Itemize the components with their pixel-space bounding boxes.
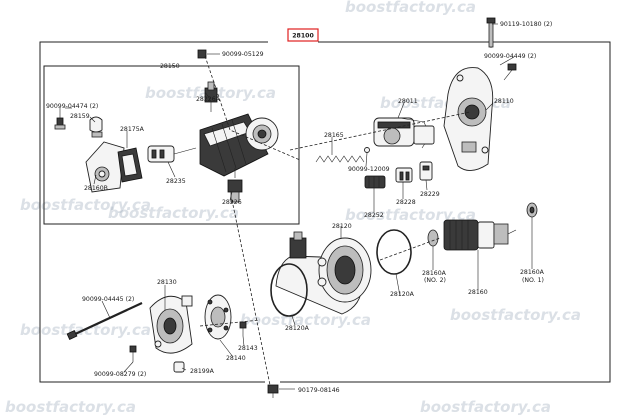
end-frame-28130 bbox=[149, 295, 193, 354]
solenoid-subassembly-box bbox=[43, 65, 300, 225]
bearing-28252 bbox=[364, 175, 386, 189]
watermark-8: boostfactory.ca bbox=[240, 311, 371, 329]
label-28252: 28252 bbox=[364, 212, 384, 219]
label-28228: 28228 bbox=[396, 199, 416, 206]
label-28199A: 28199A bbox=[190, 368, 215, 375]
bolt-90099-04449 bbox=[503, 63, 517, 81]
clip-28159-b bbox=[91, 131, 103, 138]
label-28160A-no1: 28160A bbox=[520, 269, 545, 276]
label-90179-08146: 90179-08146 bbox=[298, 387, 340, 394]
watermark-11: boostfactory.ca bbox=[5, 398, 136, 416]
leader-lines bbox=[65, 23, 533, 390]
spring-28165 bbox=[315, 155, 365, 163]
part-labels: 90119-10180 (2) 90099-05129 28150 90099-… bbox=[46, 21, 552, 394]
label-no1: (NO. 1) bbox=[522, 277, 544, 284]
nut-90179-08146 bbox=[267, 384, 279, 398]
assembly-frame-right bbox=[280, 41, 611, 383]
nut-90099-05129 bbox=[197, 49, 207, 59]
solenoid-housing-28150 bbox=[199, 113, 279, 177]
armature-28160 bbox=[427, 202, 538, 251]
bolt-90119-10180 bbox=[486, 17, 496, 48]
retainer-28228 bbox=[395, 167, 413, 183]
housing-28110 bbox=[443, 67, 494, 171]
label-90099-05129: 90099-05129 bbox=[222, 51, 264, 58]
label-28130: 28130 bbox=[157, 279, 177, 286]
label-28165: 28165 bbox=[324, 132, 344, 139]
cap-28199A bbox=[173, 361, 185, 373]
label-90119-10180: 90119-10180 (2) bbox=[500, 21, 552, 28]
label-90099-04474: 90099-04474 (2) bbox=[46, 103, 98, 110]
plunger-28235 bbox=[147, 145, 197, 163]
label-28110: 28110 bbox=[494, 98, 514, 105]
bolt-90099-04474 bbox=[54, 108, 66, 130]
watermark-7: boostfactory.ca bbox=[450, 306, 581, 324]
clip-28159 bbox=[89, 116, 103, 133]
terminal-28226A bbox=[204, 81, 218, 112]
label-28229: 28229 bbox=[420, 191, 440, 198]
oring-28120A-left bbox=[270, 263, 308, 317]
watermarks: boostfactory.ca boostfactory.ca boostfac… bbox=[5, 0, 581, 416]
screw-90099-08279 bbox=[129, 345, 137, 362]
field-frame-28120 bbox=[275, 231, 372, 315]
label-28160A-no2: 28160A bbox=[422, 270, 447, 277]
gasket-28175A bbox=[117, 147, 143, 183]
label-90099-08279: 90099-08279 (2) bbox=[94, 371, 146, 378]
cover-28160B bbox=[85, 141, 125, 193]
watermark-10: boostfactory.ca bbox=[420, 398, 551, 416]
label-28159: 28159 bbox=[70, 113, 90, 120]
watermark-5: boostfactory.ca bbox=[108, 204, 239, 222]
label-90099-04445: 90099-04445 (2) bbox=[82, 296, 134, 303]
main-part-number-highlight bbox=[287, 28, 319, 42]
watermark-6: boostfactory.ca bbox=[345, 206, 476, 224]
label-28140: 28140 bbox=[226, 355, 246, 362]
label-28235: 28235 bbox=[166, 178, 186, 185]
label-28160B: 28160B bbox=[84, 185, 108, 192]
label-28226A: 28226A bbox=[196, 96, 221, 103]
label-28011: 28011 bbox=[398, 98, 418, 105]
through-bolt-90099-04445 bbox=[66, 302, 143, 340]
label-28143: 28143 bbox=[238, 345, 258, 352]
screw-28143 bbox=[239, 321, 247, 336]
label-28150: 28150 bbox=[160, 63, 180, 70]
label-90099-12009: 90099-12009 bbox=[348, 166, 390, 173]
assembly-frame-left bbox=[39, 41, 268, 383]
label-no2: (NO. 2) bbox=[424, 277, 446, 284]
label-28160: 28160 bbox=[468, 289, 488, 296]
main-part-number: 28100 bbox=[292, 33, 314, 40]
label-28120: 28120 bbox=[332, 223, 352, 230]
brush-holder-28140 bbox=[204, 294, 232, 340]
watermark-4: boostfactory.ca bbox=[20, 196, 151, 214]
clutch-gear-28011 bbox=[373, 117, 435, 149]
assembly-guide-lines bbox=[199, 55, 471, 386]
label-28226: 28226 bbox=[222, 199, 242, 206]
ball-90099-12009 bbox=[364, 147, 370, 153]
terminal-28226 bbox=[227, 168, 243, 203]
oring-28120A-right bbox=[376, 229, 412, 275]
label-90099-04449: 90099-04449 (2) bbox=[484, 53, 536, 60]
label-28120A-left: 28120A bbox=[285, 325, 310, 332]
label-28175A: 28175A bbox=[120, 126, 145, 133]
label-28120A-right: 28120A bbox=[390, 291, 415, 298]
watermark-1: boostfactory.ca bbox=[345, 0, 476, 16]
retainer-28229 bbox=[419, 161, 433, 181]
